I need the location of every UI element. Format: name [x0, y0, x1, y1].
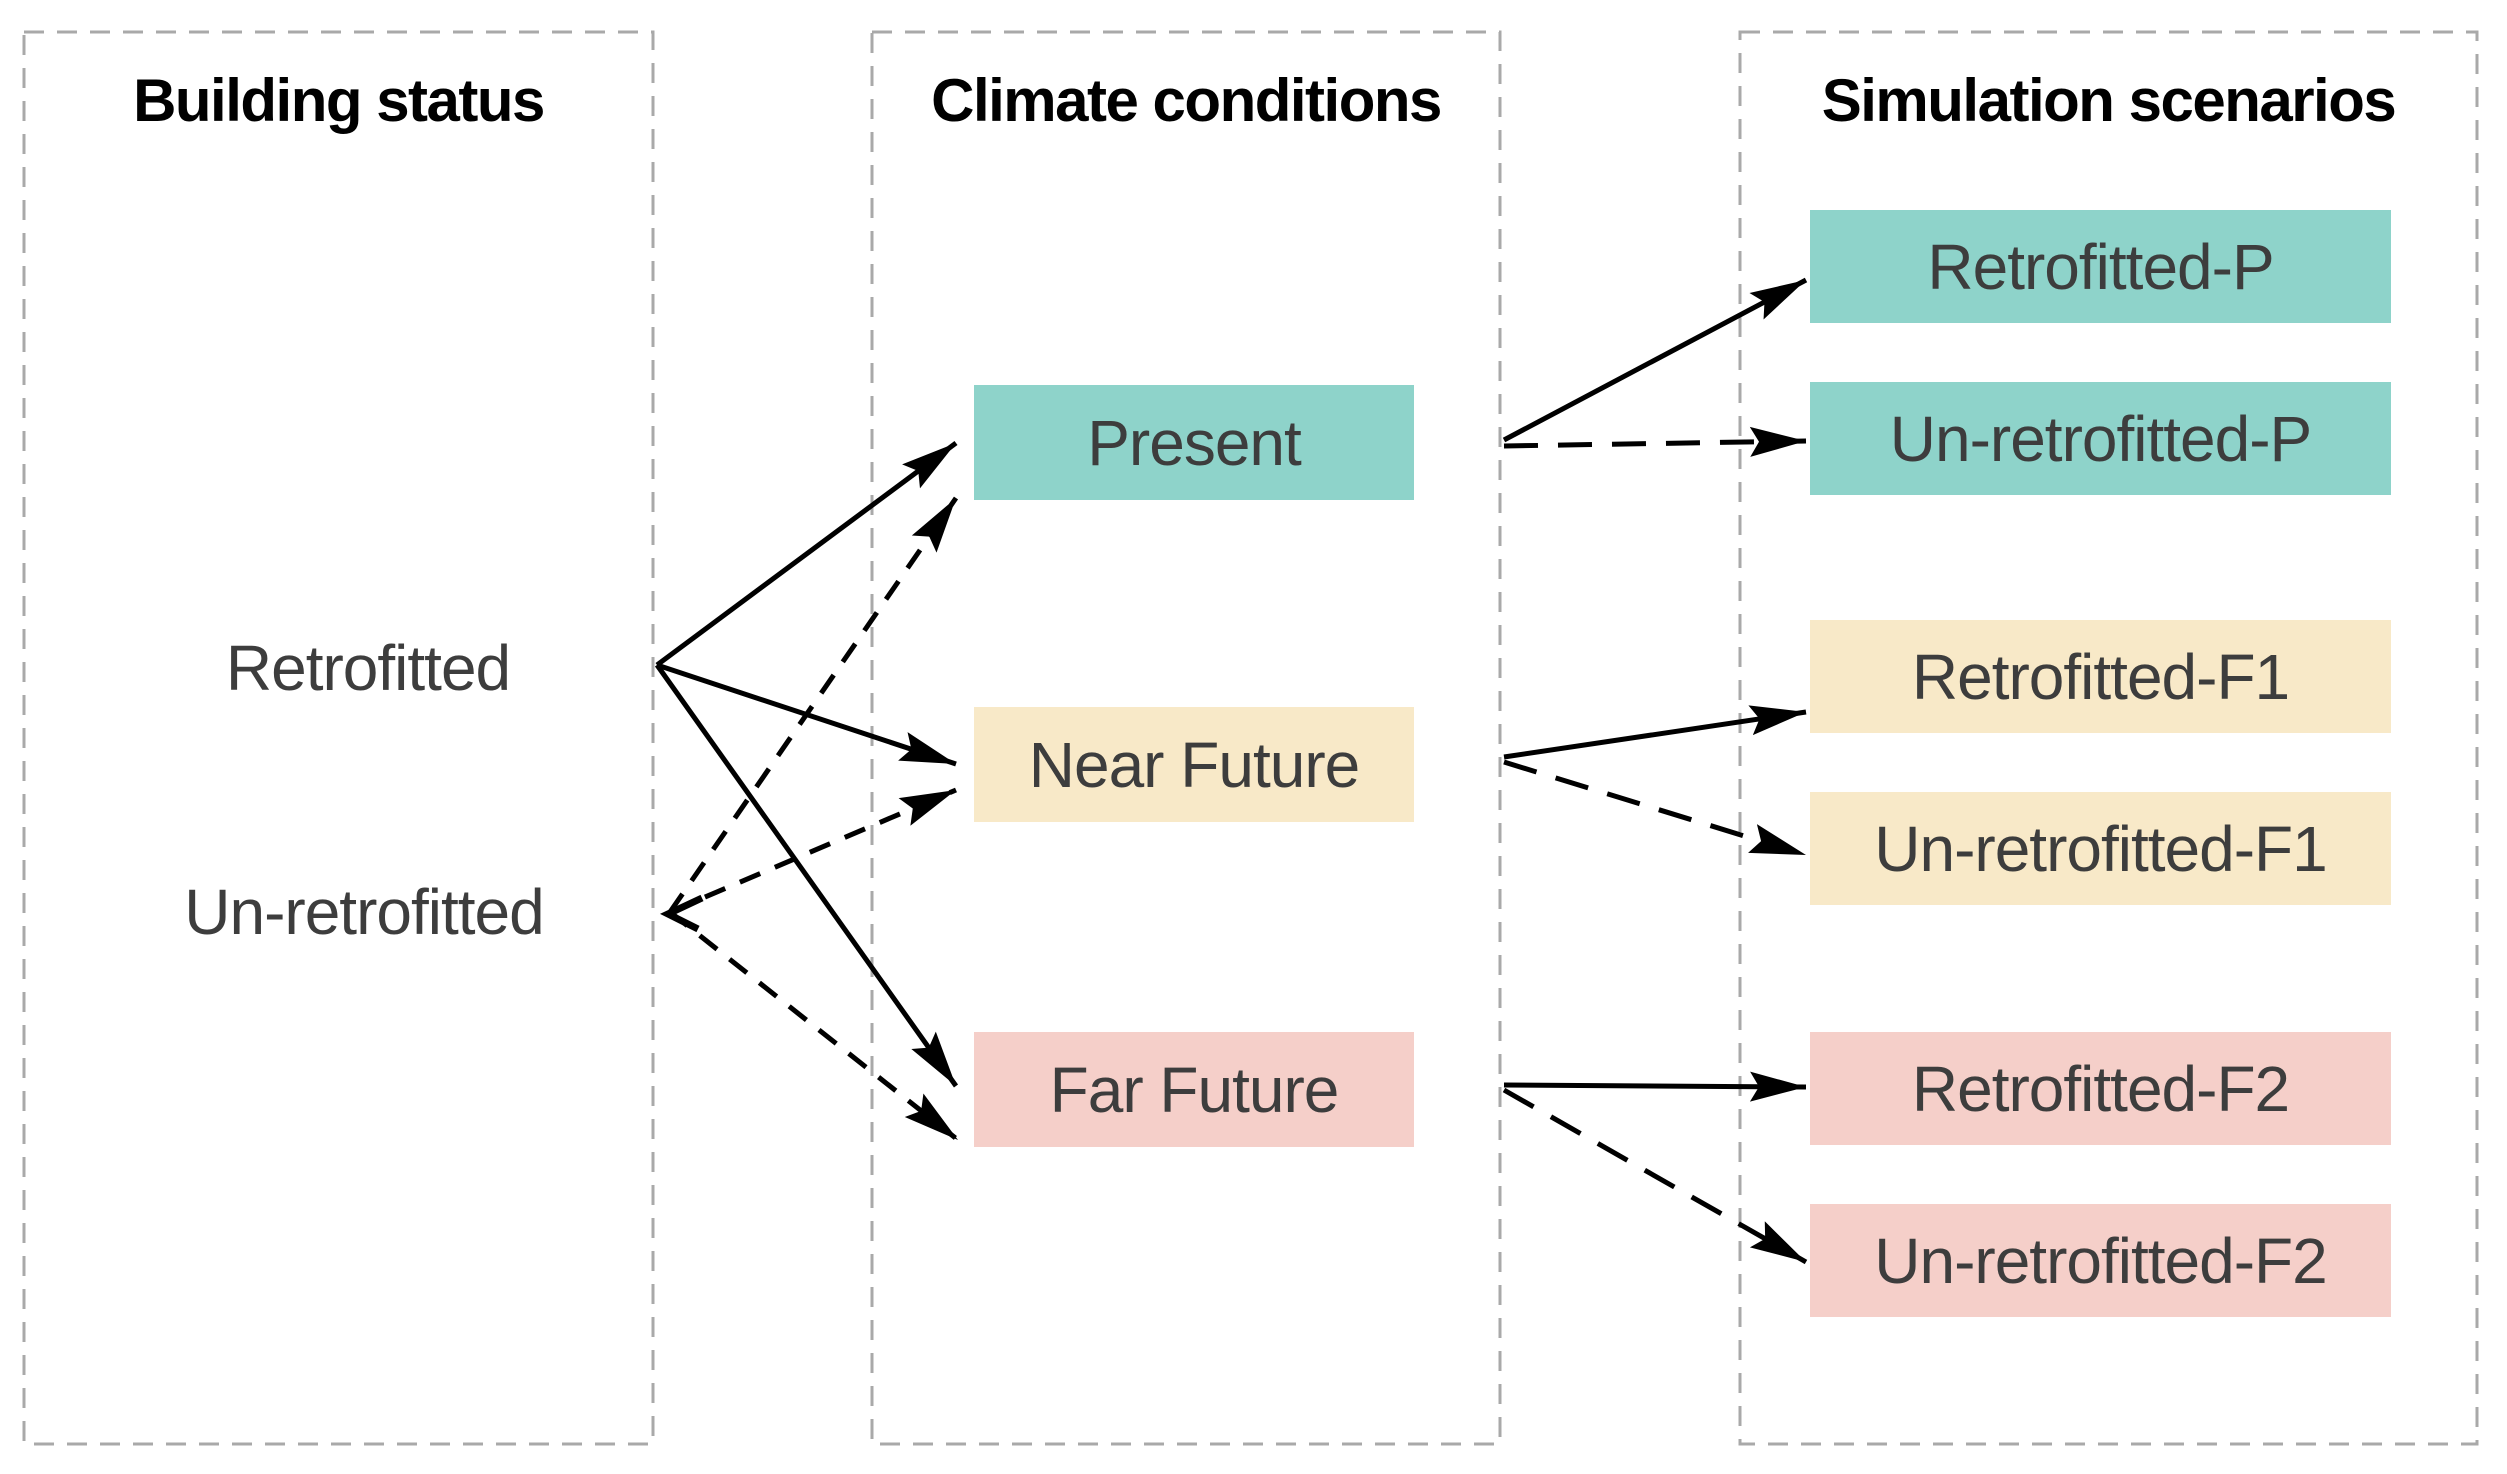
- arrow-retrofitted-to-near-future: [656, 662, 957, 767]
- arrow-retrofitted-to-present: [655, 440, 958, 668]
- node-near-future: Near Future: [974, 707, 1414, 822]
- panel-title-climate-conditions: Climate conditions: [931, 67, 1442, 134]
- label-retrofitted: Retrofitted: [225, 632, 511, 704]
- panel-title-building-status: Building status: [133, 67, 545, 134]
- arrow-near-future-to-unretrofitted-f1: [1503, 759, 1807, 858]
- arrow-unretrofitted-to-far-future: [668, 910, 960, 1142]
- node-retrofitted-f2: Retrofitted-F2: [1810, 1032, 2391, 1145]
- arrow-retrofitted-to-far-future: [654, 663, 959, 1088]
- arrow-near-future-to-retrofitted-f1: [1503, 705, 1807, 760]
- node-un-retrofitted-p: Un-retrofitted-P: [1810, 382, 2391, 495]
- arrow-present-to-retrofitted-p: [1502, 277, 1808, 443]
- node-present: Present: [974, 385, 1414, 500]
- label-un-retrofitted: Un-retrofitted: [184, 876, 544, 948]
- arrow-far-future-to-unretrofitted-f2: [1502, 1087, 1808, 1265]
- arrow-unretrofitted-to-present: [667, 496, 959, 914]
- panel-border-building-status: [22, 30, 655, 1446]
- arrow-unretrofitted-to-near-future: [669, 787, 957, 915]
- arrow-present-to-unretrofitted-p: [1503, 426, 1807, 457]
- node-un-retrofitted-f2: Un-retrofitted-F2: [1810, 1204, 2391, 1317]
- node-retrofitted-f1: Retrofitted-F1: [1810, 620, 2391, 733]
- arrow-far-future-to-retrofitted-f2: [1503, 1071, 1807, 1102]
- node-retrofitted-p: Retrofitted-P: [1810, 210, 2391, 323]
- panel-title-simulation-scenarios: Simulation scenarios: [1821, 67, 2397, 134]
- node-far-future: Far Future: [974, 1032, 1414, 1147]
- node-un-retrofitted-f1: Un-retrofitted-F1: [1810, 792, 2391, 905]
- fan-origin-chevron: [659, 894, 704, 933]
